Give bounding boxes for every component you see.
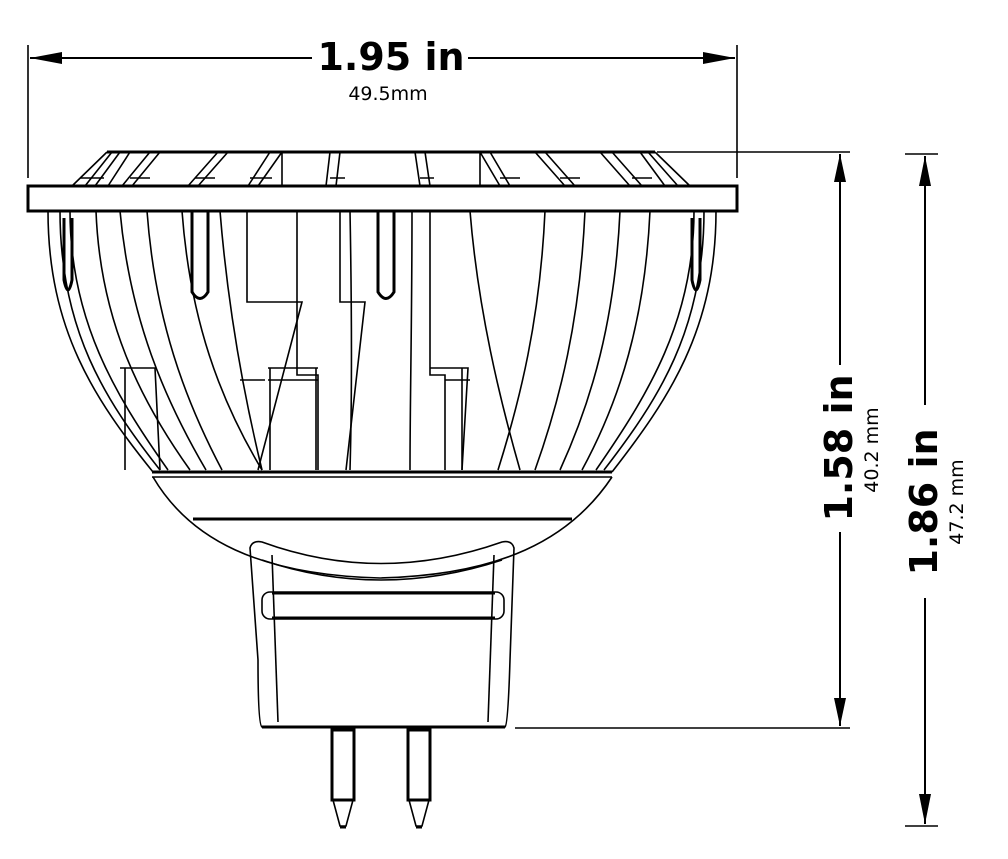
lamp-fins-top [71, 150, 691, 187]
arrow-up-icon [834, 154, 846, 182]
arrow-down-icon [834, 698, 846, 726]
arrow-left-icon [30, 52, 62, 64]
base-groove [261, 591, 505, 620]
lamp-rim [26, 184, 739, 213]
overall-height-dimension: 1.86 in 47.2 mm [902, 153, 968, 827]
body-height-imperial-label: 1.58 in [817, 374, 861, 521]
arrow-up-icon [919, 156, 931, 186]
width-metric-label: 49.5mm [348, 83, 427, 105]
overall-height-imperial-label: 1.86 in [902, 428, 946, 575]
overall-height-metric-label: 47.2 mm [946, 459, 968, 544]
body-height-metric-label: 40.2 mm [861, 407, 883, 492]
lamp-reflector-body [47, 210, 717, 478]
width-dimension: 1.95 in 49.5mm [27, 35, 738, 178]
lamp-lower-cup [152, 476, 613, 579]
arrow-down-icon [919, 794, 931, 824]
width-imperial-label: 1.95 in [317, 35, 464, 79]
lamp-base [249, 540, 515, 729]
body-height-dimension: 1.58 in 40.2 mm [515, 151, 883, 729]
lamp-pins [330, 728, 432, 829]
arrow-right-icon [703, 52, 735, 64]
